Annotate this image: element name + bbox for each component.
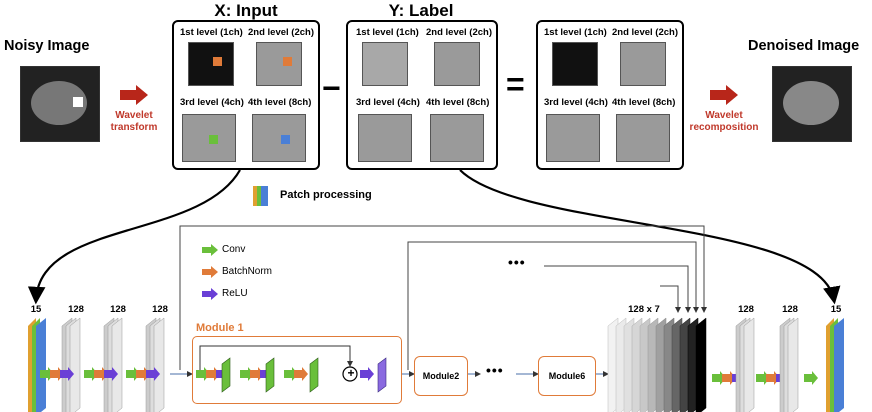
x-level4-label: 4th level (8ch) [248, 97, 312, 108]
early-op-arrows [40, 367, 160, 381]
skip-line-3 [544, 265, 691, 313]
legend-batchnorm: BatchNorm [222, 266, 273, 277]
output-channels-label: 15 [830, 304, 842, 315]
legend-conv: Conv [222, 244, 246, 255]
output-panel: 1st level (1ch) 2nd level (2ch) 3rd leve… [536, 20, 684, 170]
y-level2-label: 2nd level (2ch) [426, 27, 492, 38]
out-level3-label: 3rd level (4ch) [544, 97, 608, 108]
input-channels-label: 15 [30, 304, 42, 315]
wavelet-transform-line1: Wavelet [115, 110, 153, 121]
minus-sign: − [322, 70, 341, 106]
denoised-image [772, 66, 852, 142]
input-curve [27, 169, 241, 305]
patch-stack-icon [253, 186, 268, 206]
wavelet-recomposition-line1: Wavelet [705, 110, 743, 121]
module6-box: Module6 [538, 356, 596, 396]
denoised-image-title: Denoised Image [748, 38, 860, 54]
red-arrow-icon [120, 85, 148, 105]
relu-arrow-icon [202, 288, 218, 300]
input-tensor [28, 318, 46, 412]
x-input-title: X: Input [214, 1, 278, 20]
y-label-panel: 1st level (1ch) 2nd level (2ch) 3rd leve… [346, 20, 498, 170]
feature-stack-2 [103, 317, 123, 412]
conv-arrow-icon [202, 244, 218, 256]
x-level3-label: 3rd level (4ch) [180, 97, 244, 108]
out-level2-label: 2nd level (2ch) [612, 27, 678, 38]
early-feature-stacks [61, 317, 165, 412]
layer4-channels-label: 128 [738, 304, 754, 315]
out-level1-label: 1st level (1ch) [544, 27, 607, 38]
patch-processing-label: Patch processing [280, 189, 372, 201]
y-level3-thumb [358, 114, 412, 162]
module2-box: Module2 [414, 356, 468, 396]
wavelet-recomposition-label: Wavelet recomposition [686, 110, 762, 134]
module1-skip [199, 345, 353, 372]
output-tensor [826, 318, 844, 412]
x-level4-thumb [252, 114, 306, 162]
ellipsis-2: ••• [508, 254, 526, 270]
global-skip-line [179, 225, 707, 370]
batchnorm-arrow-icon [202, 266, 218, 278]
out-level4-label: 4th level (8ch) [612, 97, 676, 108]
x-input-panel: 1st level (1ch) 2nd level (2ch) 3rd leve… [172, 20, 320, 170]
layer3-channels-label: 128 [152, 304, 168, 315]
out-level2-thumb [620, 42, 666, 86]
y-level1-thumb [362, 42, 408, 86]
x-level2-label: 2nd level (2ch) [248, 27, 314, 38]
feature-stack-1 [61, 317, 81, 412]
y-level4-label: 4th level (8ch) [426, 97, 490, 108]
y-level4-thumb [430, 114, 484, 162]
feature-stack-3 [145, 317, 165, 412]
equals-sign: = [506, 66, 525, 102]
layer2-channels-label: 128 [110, 304, 126, 315]
y-level2-thumb [434, 42, 480, 86]
skip-line-4 [660, 285, 681, 313]
noisy-image [20, 66, 100, 142]
late-feature-stacks [712, 317, 818, 412]
x-level3-thumb [182, 114, 236, 162]
wavelet-recomposition-line2: recomposition [689, 122, 759, 133]
output-curve [459, 169, 841, 305]
wavelet-transform-line2: transform [110, 122, 158, 133]
x-level2-thumb [256, 42, 302, 86]
y-level3-label: 3rd level (4ch) [356, 97, 420, 108]
out-level4-thumb [616, 114, 670, 162]
layer5-channels-label: 128 [782, 304, 798, 315]
out-level3-thumb [546, 114, 600, 162]
module1-internals [196, 357, 387, 393]
ellipsis-1: ••• [486, 362, 504, 378]
concat-feature-stack [607, 317, 707, 412]
legend-relu: ReLU [222, 288, 248, 299]
patch-marker [73, 97, 83, 107]
layer1-channels-label: 128 [68, 304, 84, 315]
module1-box [192, 336, 402, 404]
module1-title: Module 1 [196, 322, 244, 334]
out-level1-thumb [552, 42, 598, 86]
concat-channels-label: 128 x 7 [628, 304, 660, 315]
ct-body [783, 81, 839, 125]
add-node-plus: + [347, 366, 355, 380]
noisy-image-title: Noisy Image [4, 38, 90, 54]
y-level1-label: 1st level (1ch) [356, 27, 419, 38]
skip-line-2 [407, 241, 699, 370]
y-label-title: Y: Label [388, 1, 454, 20]
x-level1-label: 1st level (1ch) [180, 27, 243, 38]
x-level1-thumb [188, 42, 234, 86]
wavelet-transform-label: Wavelet transform [104, 110, 164, 134]
red-arrow-icon [710, 85, 738, 105]
